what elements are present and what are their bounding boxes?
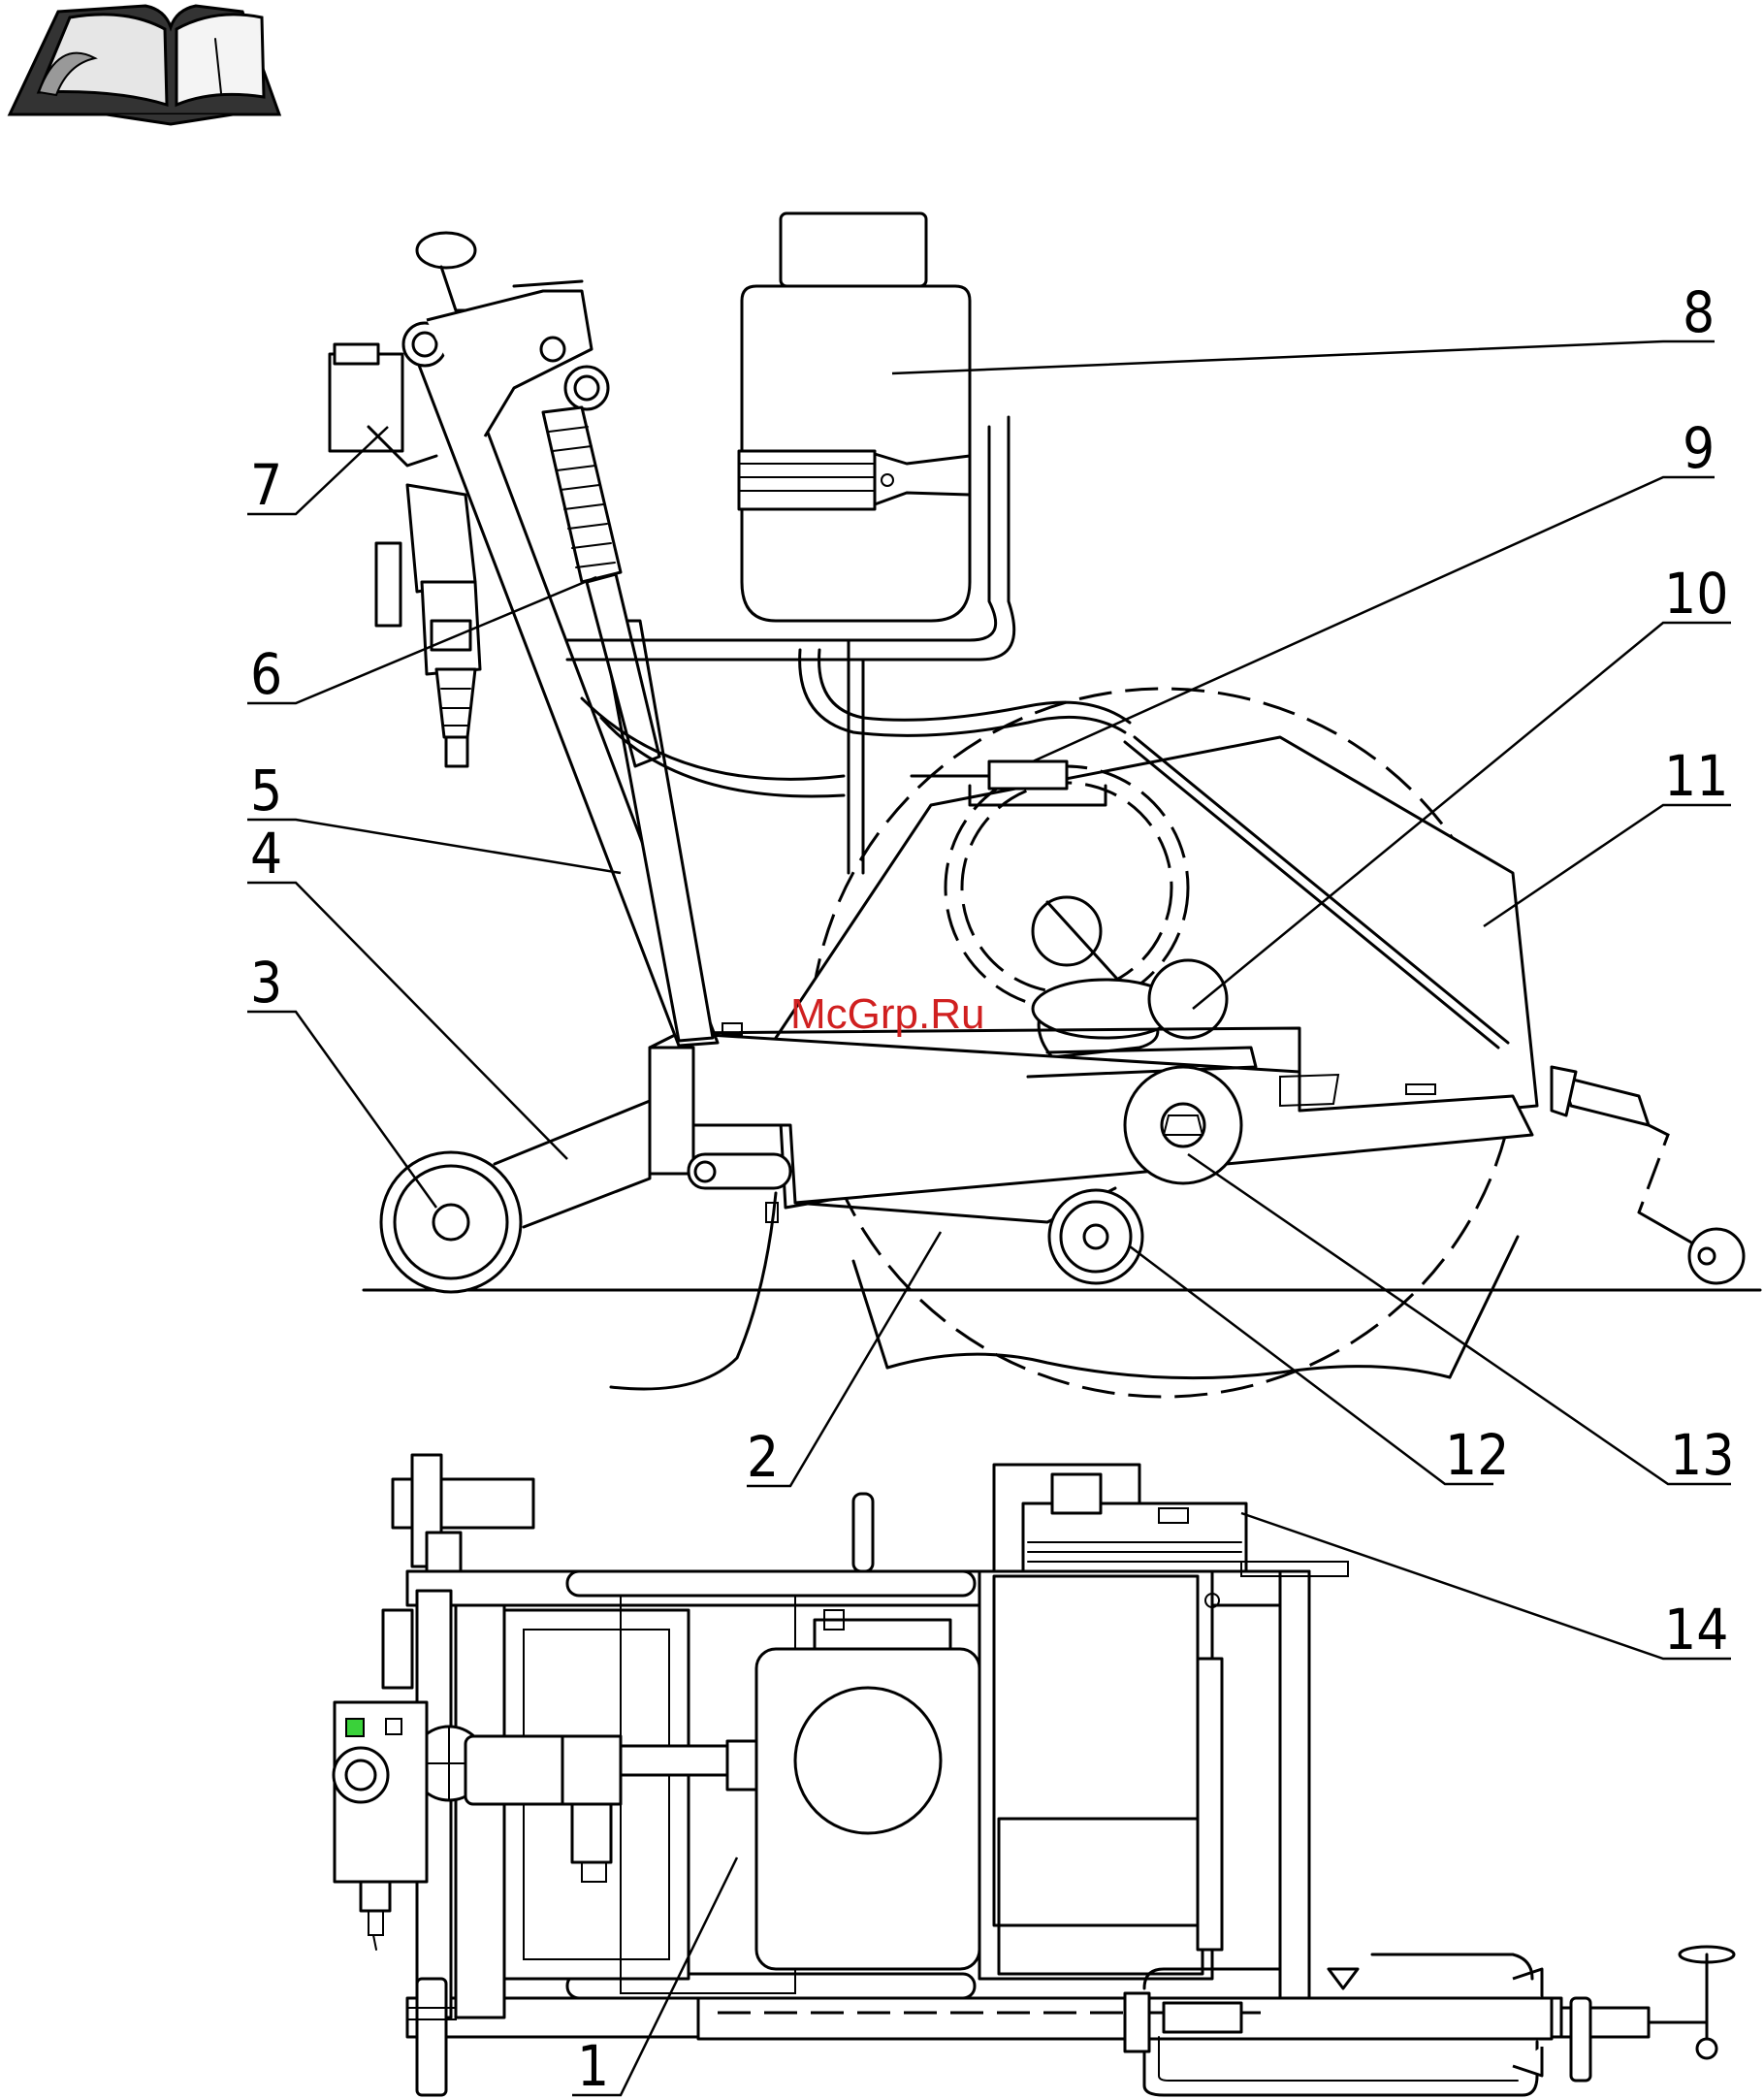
callout-12: 12	[1445, 1422, 1509, 1488]
watermark: McGrp.Ru	[790, 990, 984, 1038]
callout-6: 6	[250, 641, 282, 707]
callout-13: 13	[1670, 1422, 1734, 1488]
callout-10: 10	[1664, 561, 1728, 627]
callout-3: 3	[250, 950, 282, 1016]
power-indicator-icon	[346, 1719, 364, 1736]
side-view: McGrp.Ru	[330, 213, 1760, 1397]
callout-4: 4	[250, 821, 282, 887]
callout-5: 5	[250, 758, 282, 823]
callout-1: 1	[577, 2033, 609, 2099]
callout-2: 2	[747, 1424, 779, 1490]
open-book-icon	[10, 6, 279, 124]
depth-wheel	[1125, 1067, 1241, 1183]
socket-icon	[334, 1748, 388, 1802]
motor	[756, 1649, 979, 1969]
callout-11: 11	[1664, 743, 1728, 809]
top-view	[334, 1455, 1734, 2095]
callout-9: 9	[1683, 415, 1715, 481]
callout-7: 7	[250, 452, 282, 518]
water-tank	[739, 213, 970, 621]
front-wheel	[1049, 1190, 1142, 1283]
callout-14: 14	[1664, 1597, 1728, 1663]
callout-8: 8	[1683, 279, 1715, 345]
rear-wheel	[381, 1152, 521, 1292]
water-valve[interactable]	[989, 761, 1067, 789]
handle-knob[interactable]	[417, 233, 475, 268]
